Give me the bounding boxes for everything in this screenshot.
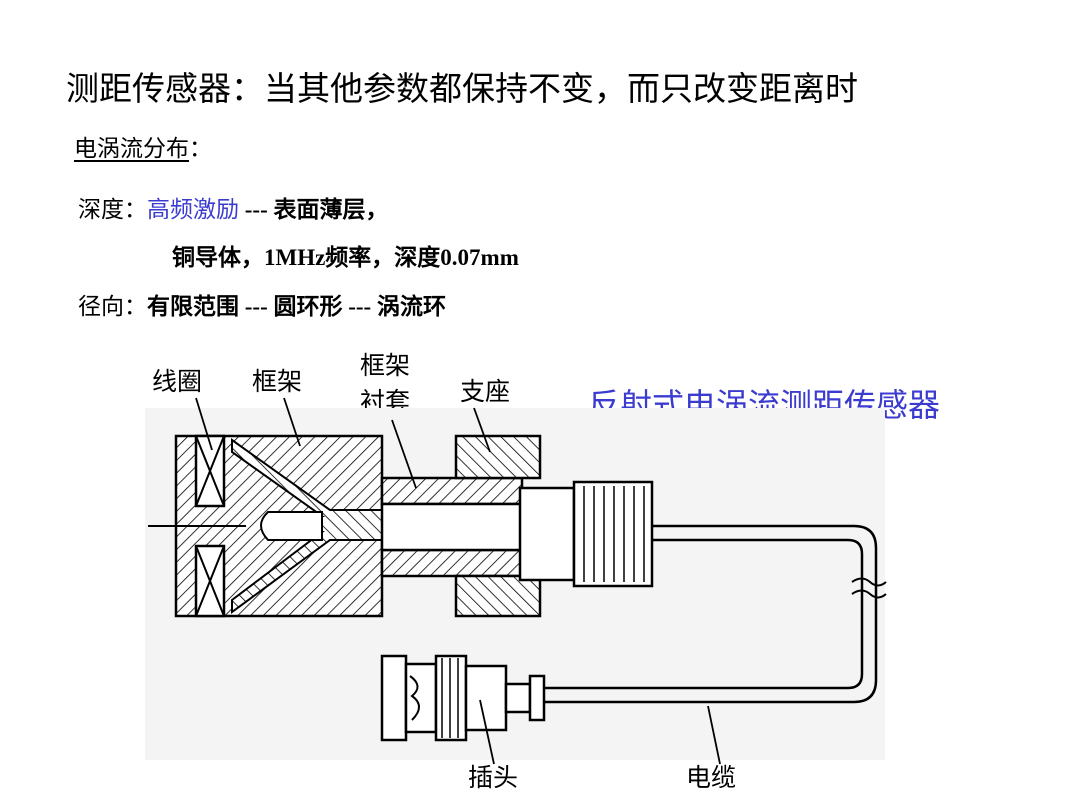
radial-line: 径向：有限范围 --- 圆环形 --- 涡流环 (78, 287, 446, 321)
break-mark-bottom (851, 589, 887, 599)
depth-line-2: 铜导体，1MHz频率，深度0.07mm (172, 238, 519, 272)
coil (194, 434, 226, 618)
subheading: 电涡流分布： (74, 129, 212, 163)
depth-line: 深度：高频激励 --- 表面薄层， (78, 190, 388, 224)
label-plug: 插头 (468, 763, 519, 792)
depth-line2-text: 铜导体，1MHz频率，深度0.07mm (172, 245, 519, 270)
label-cable: 电缆 (686, 763, 737, 792)
frame-liner (380, 476, 524, 578)
connector-nut (518, 480, 654, 588)
leader-lines (195, 397, 721, 765)
support (454, 434, 542, 618)
label-frame: 框架 (252, 367, 303, 396)
radial-text: 有限范围 --- 圆环形 --- 涡流环 (147, 294, 446, 319)
label-frame-liner-1: 框架 (360, 351, 411, 380)
depth-label: 深度： (78, 197, 147, 223)
depth-rest: --- 表面薄层， (239, 197, 389, 222)
depth-highlight: 高频激励 (147, 197, 239, 223)
subheading-text: 电涡流分布 (74, 136, 189, 162)
break-mark-top (851, 577, 887, 587)
label-coil: 线圈 (152, 367, 203, 396)
page-title: 测距传感器：当其他参数都保持不变，而只改变距离时 (66, 69, 858, 108)
cable (544, 524, 878, 704)
subheading-colon: ： (189, 136, 212, 162)
label-support: 支座 (460, 377, 511, 406)
plug (380, 654, 546, 742)
radial-label: 径向： (78, 294, 147, 320)
